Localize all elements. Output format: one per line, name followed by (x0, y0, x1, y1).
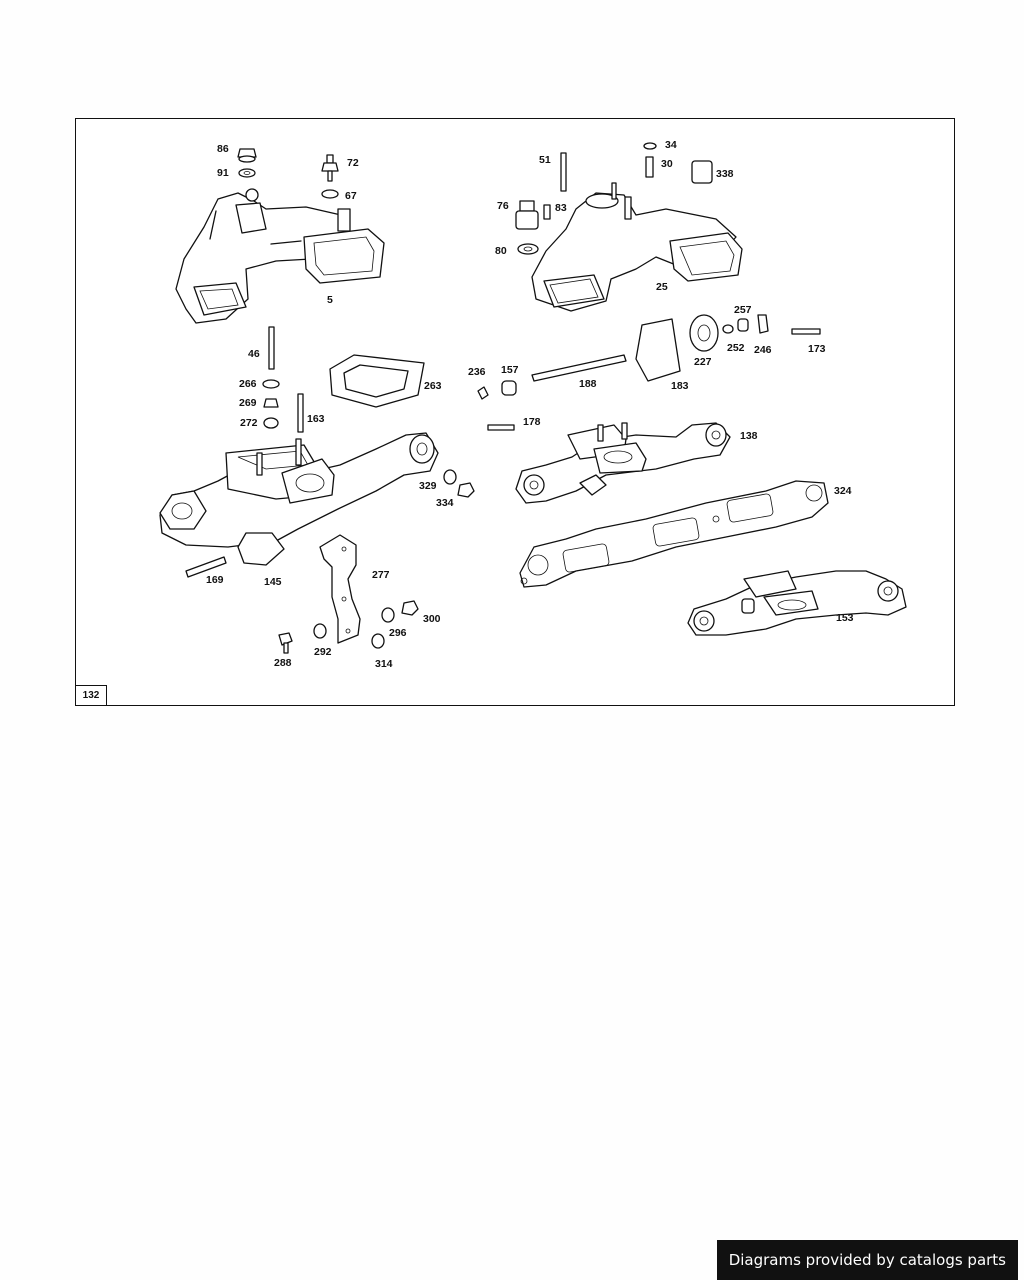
exhaust-gasket-324-drawing (519, 480, 829, 588)
gasket-263-drawing (329, 354, 425, 408)
part-label-183: 183 (671, 380, 689, 392)
part-label-67: 67 (345, 190, 357, 202)
exhaust-manifold-left-drawing (159, 432, 439, 566)
part-label-34: 34 (665, 139, 677, 151)
nuts-329-334 (443, 469, 475, 498)
small-parts-top-right (515, 142, 713, 255)
part-label-86: 86 (217, 143, 229, 155)
part-label-227: 227 (694, 356, 712, 368)
exhaust-manifold-right-drawing (515, 422, 731, 504)
bracket-277-drawing (319, 534, 361, 644)
part-label-138: 138 (740, 430, 758, 442)
part-label-314: 314 (375, 658, 393, 670)
exhaust-manifold-153-drawing (687, 570, 907, 636)
part-label-288: 288 (274, 657, 292, 669)
part-label-236: 236 (468, 366, 486, 378)
shaft-and-bushing-parts (477, 314, 821, 431)
part-label-51: 51 (539, 154, 551, 166)
small-parts-top-left (237, 148, 339, 199)
part-labels: 86 91 72 67 5 51 34 30 338 76 83 80 25 2… (206, 139, 854, 670)
part-label-153: 153 (836, 612, 854, 624)
part-label-257: 257 (734, 304, 752, 316)
part-label-188: 188 (579, 378, 597, 390)
part-label-157: 157 (501, 364, 519, 376)
exploded-parts-diagram: 86 91 72 67 5 51 34 30 338 76 83 80 25 2… (75, 118, 955, 706)
part-label-163: 163 (307, 413, 325, 425)
part-label-169: 169 (206, 574, 224, 586)
page-number-box: 132 (76, 685, 107, 705)
part-label-83: 83 (555, 202, 567, 214)
part-label-263: 263 (424, 380, 442, 392)
part-label-272: 272 (240, 417, 258, 429)
part-label-30: 30 (661, 158, 673, 170)
parts-illustration: 86 91 72 67 5 51 34 30 338 76 83 80 25 2… (159, 139, 907, 670)
part-label-338: 338 (716, 168, 734, 180)
part-label-324: 324 (834, 485, 852, 497)
part-label-292: 292 (314, 646, 332, 658)
part-label-76: 76 (497, 200, 509, 212)
part-label-329: 329 (419, 480, 437, 492)
part-label-145: 145 (264, 576, 282, 588)
part-label-72: 72 (347, 157, 359, 169)
part-label-266: 266 (239, 378, 257, 390)
part-label-334: 334 (436, 497, 454, 509)
part-label-178: 178 (523, 416, 541, 428)
part-label-246: 246 (754, 344, 772, 356)
intake-manifold-right-drawing (531, 182, 743, 312)
part-label-5: 5 (327, 294, 333, 306)
intake-manifold-left-drawing (175, 188, 385, 324)
bolts-and-washers-bottom (278, 600, 419, 654)
part-label-25: 25 (656, 281, 668, 293)
credit-banner: Diagrams provided by catalogs parts (716, 1240, 1018, 1280)
part-label-296: 296 (389, 627, 407, 639)
stud-and-washers-left (262, 326, 304, 433)
part-label-252: 252 (727, 342, 745, 354)
part-label-300: 300 (423, 613, 441, 625)
part-label-277: 277 (372, 569, 390, 581)
stud-169-drawing (185, 556, 227, 578)
part-label-173: 173 (808, 343, 826, 355)
part-label-269: 269 (239, 397, 257, 409)
part-label-80: 80 (495, 245, 507, 257)
part-label-91: 91 (217, 167, 229, 179)
part-label-46: 46 (248, 348, 260, 360)
